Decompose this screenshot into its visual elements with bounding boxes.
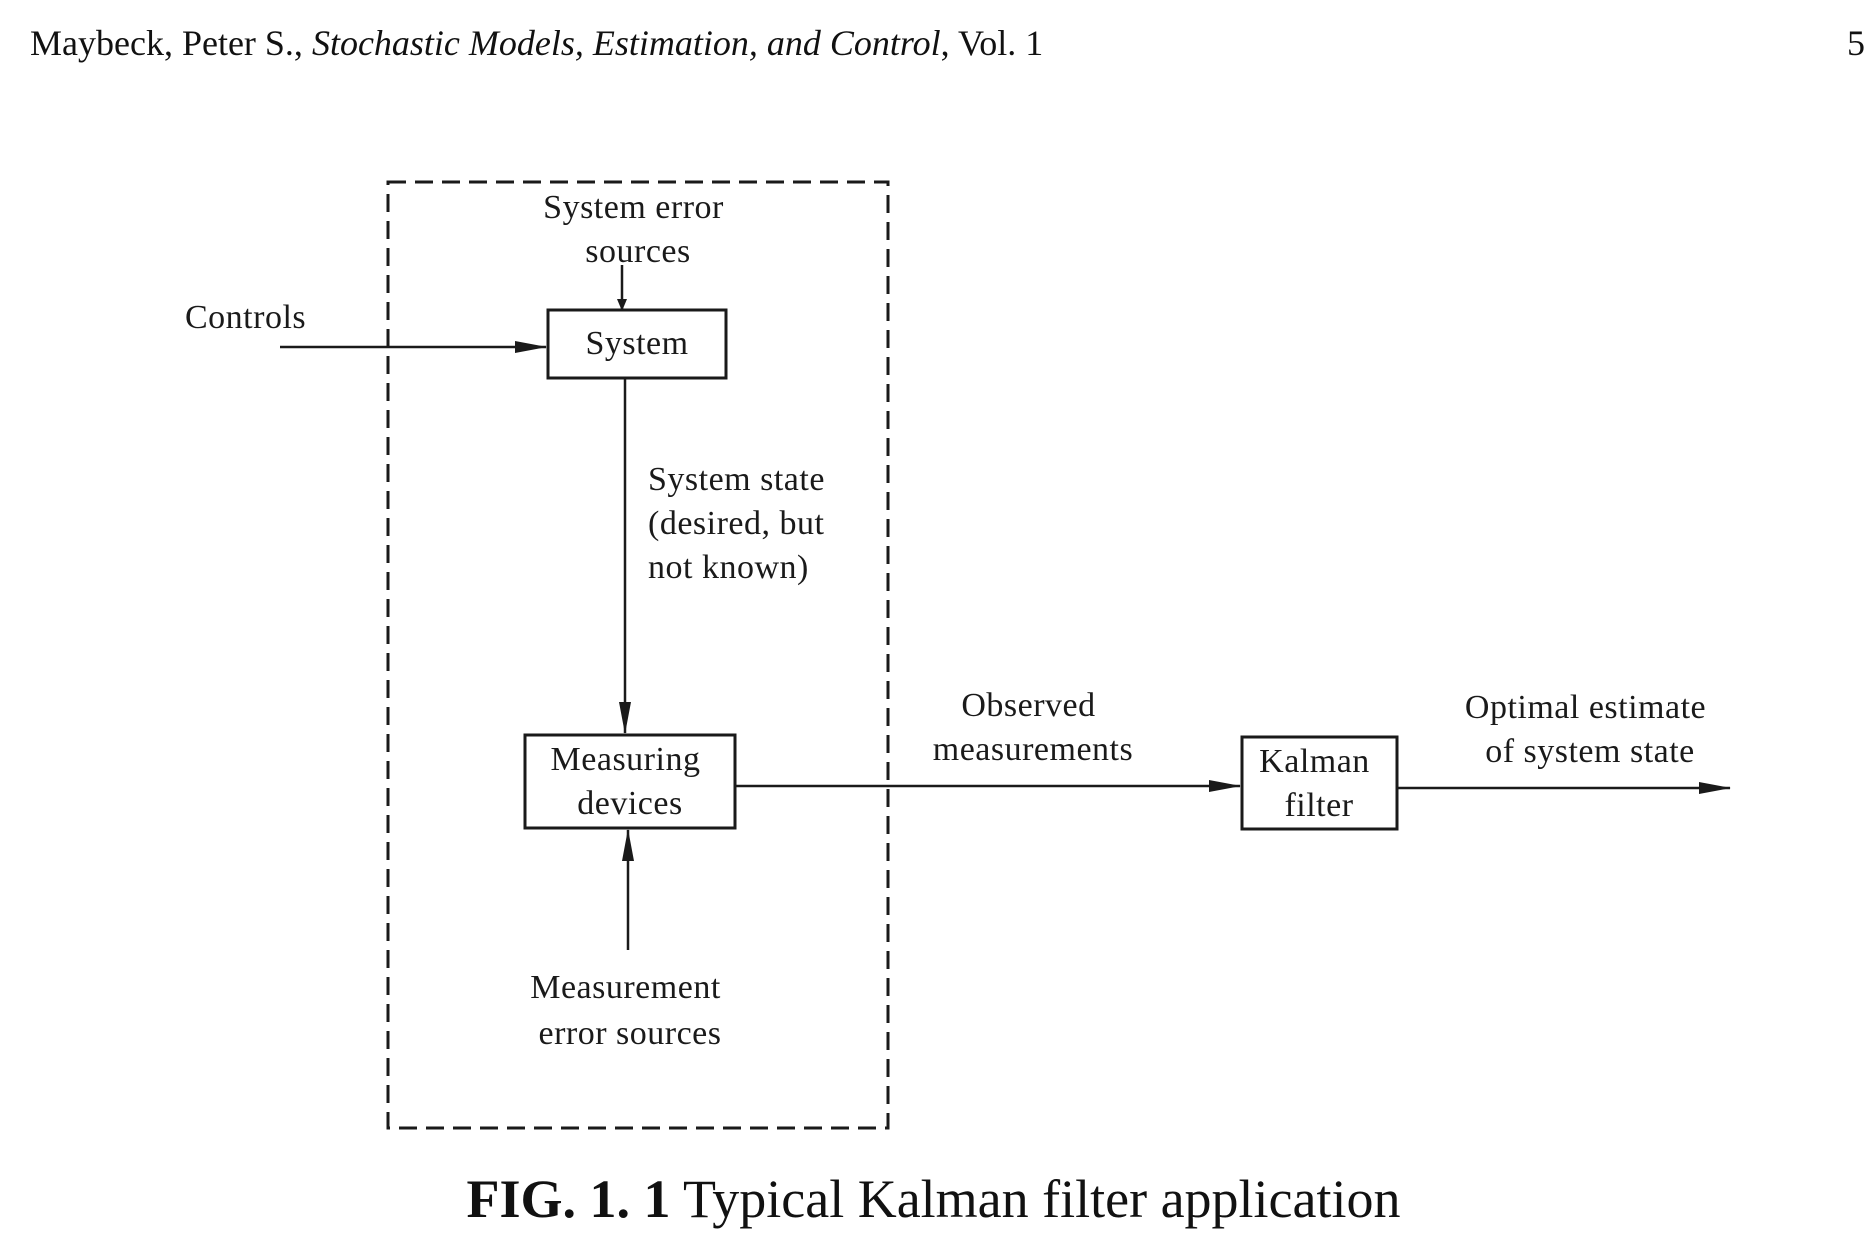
optimal-estimate-label: Optimal estimate of system state — [1465, 689, 1715, 770]
page-header: Maybeck, Peter S., Stochastic Models, Es… — [30, 22, 1043, 64]
page-number: 5 — [1847, 23, 1865, 63]
figure-caption: FIG. 1. 1 Typical Kalman filter applicat… — [0, 1168, 1867, 1230]
observed-measurements-label: Observed measurements — [933, 687, 1134, 768]
kalman-filter-line-1: Kalman — [1259, 743, 1370, 780]
measuring-devices-block — [523, 733, 737, 830]
measurement-error-sources-label: Measurement error sources — [530, 969, 730, 1052]
observed-measurements-line-1: Observed — [961, 687, 1095, 724]
measuring-devices-line-2: devices — [577, 785, 682, 822]
measurement-error-sources-line-1: Measurement — [530, 969, 721, 1006]
system-state-line-2: (desired, but — [648, 505, 825, 542]
measurement-error-sources-line-2: error sources — [538, 1015, 721, 1052]
system-state-line-3: not known) — [648, 549, 809, 586]
header-book-title: Stochastic Models, Estimation, and Contr… — [311, 23, 941, 63]
kalman-filter-label: Kalman filter — [1259, 743, 1379, 824]
system-error-sources-label: System error sources — [543, 189, 733, 270]
header-volume: , Vol. 1 — [940, 23, 1044, 63]
measuring-devices-label: Measuring devices — [551, 741, 710, 822]
header-author: Maybeck, Peter S., — [30, 23, 303, 63]
system-block — [546, 308, 728, 380]
system-state-line-1: System state — [648, 461, 825, 498]
figure-caption-text: Typical Kalman filter application — [683, 1169, 1401, 1229]
measuring-devices-line-1: Measuring — [551, 741, 701, 778]
system-error-sources-line-1: System error — [543, 189, 724, 226]
system-state-label: System state (desired, but not known) — [648, 461, 834, 586]
figure-number: FIG. 1. 1 — [466, 1169, 671, 1229]
kalman-filter-block — [1240, 735, 1399, 831]
kalman-filter-line-2: filter — [1284, 787, 1353, 824]
system-error-sources-line-2: sources — [585, 233, 690, 270]
controls-label: Controls — [185, 299, 306, 336]
observed-measurements-line-2: measurements — [933, 731, 1134, 768]
process-boundary — [386, 180, 890, 1130]
system-block-label: System — [585, 325, 688, 362]
optimal-estimate-line-1: Optimal estimate — [1465, 689, 1706, 726]
optimal-estimate-line-2: of system state — [1485, 733, 1695, 770]
